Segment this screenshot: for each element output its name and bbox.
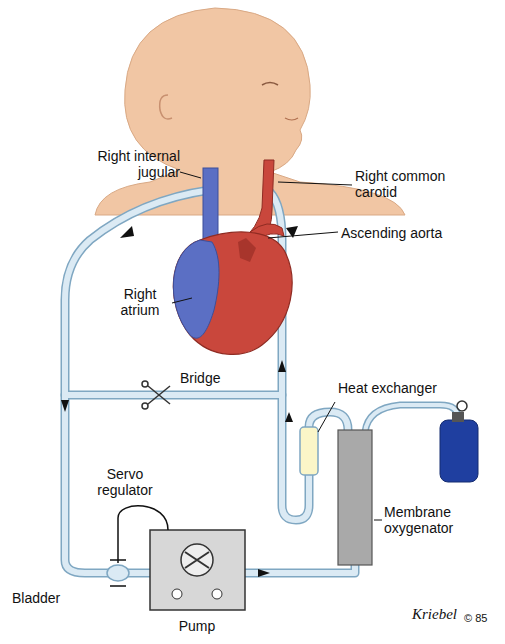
bridge-label: Bridge bbox=[180, 370, 250, 386]
copyright: © 85 bbox=[464, 610, 500, 626]
device-label: Heat exchanger bbox=[338, 380, 458, 396]
vessel-label: Right internal jugular bbox=[60, 148, 180, 180]
vessel-label: Ascending aorta bbox=[341, 225, 471, 241]
signature: Kriebel bbox=[412, 606, 472, 622]
device-label: Bladder bbox=[12, 590, 92, 606]
device-label: Servo regulator bbox=[80, 466, 170, 498]
vessel-label: Right common carotid bbox=[355, 168, 465, 200]
device-label: Pump bbox=[165, 618, 229, 634]
chamber-label: Right atrium bbox=[108, 286, 172, 318]
device-label: Membrane oxygenator bbox=[384, 504, 484, 536]
